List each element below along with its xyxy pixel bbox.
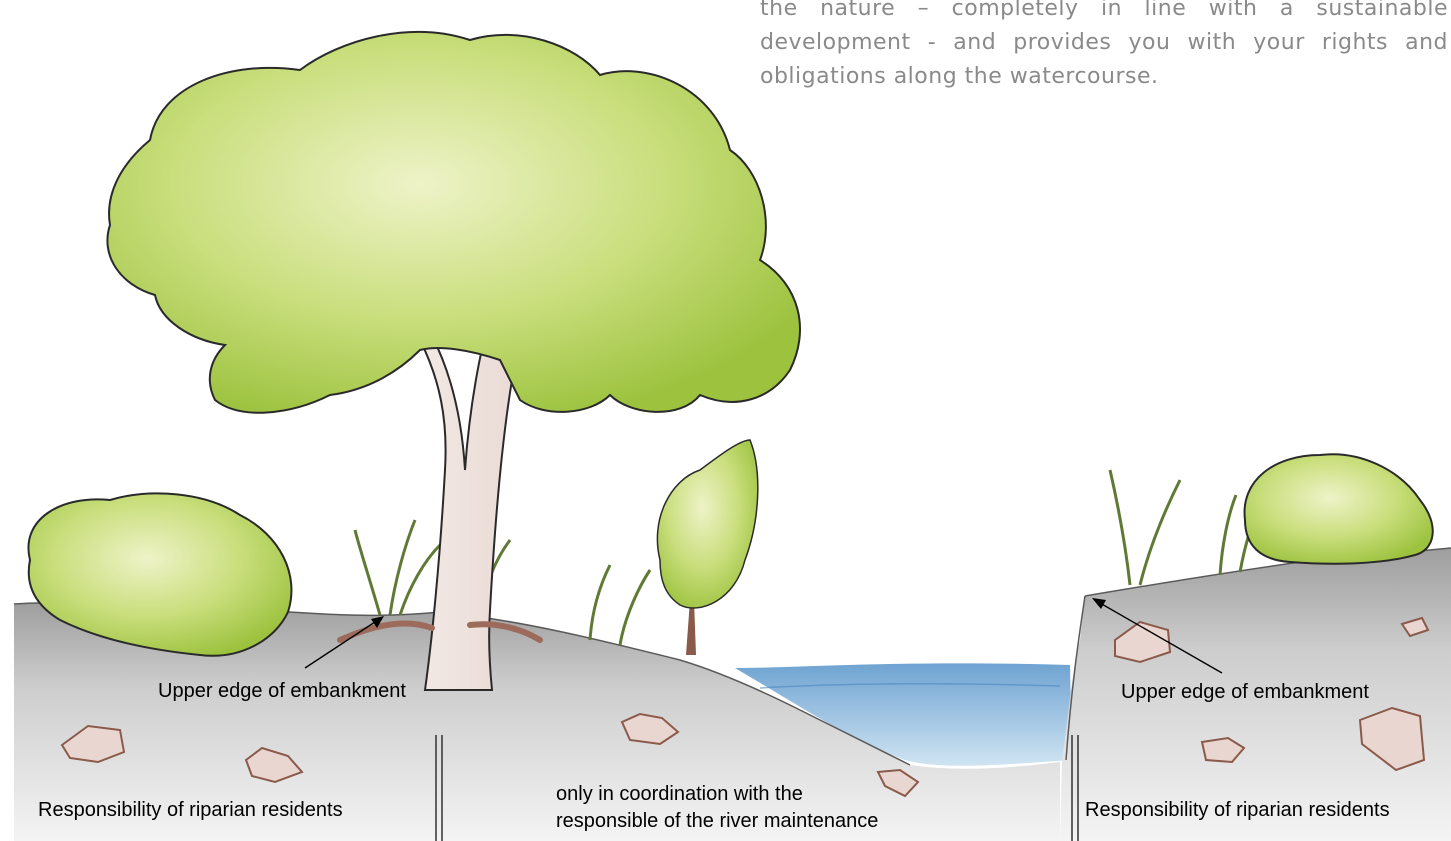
arrow-left-upper-edge xyxy=(304,616,384,669)
intro-paragraph: the nature – completely in line with a s… xyxy=(760,0,1448,89)
small-tree xyxy=(656,439,759,655)
label-coordination-line1: only in coordination with the xyxy=(556,783,803,805)
label-responsibility-left: Responsibility of riparian residents xyxy=(38,799,343,821)
left-bush xyxy=(27,492,293,657)
main-tree-canopy xyxy=(106,30,801,414)
rocks xyxy=(60,616,1430,798)
zone-divider-right xyxy=(1071,735,1079,841)
arrow-right-upper-edge xyxy=(1092,598,1223,674)
label-upper-edge-left: Upper edge of embankment xyxy=(158,680,406,702)
right-bush xyxy=(1243,453,1434,565)
river-water xyxy=(735,663,1072,766)
label-responsibility-right: Responsibility of riparian residents xyxy=(1085,799,1390,821)
zone-divider-left xyxy=(435,735,443,841)
grass-tufts xyxy=(353,469,1264,646)
label-coordination-line2: responsible of the river maintenance xyxy=(556,810,879,832)
label-upper-edge-right: Upper edge of embankment xyxy=(1121,681,1369,703)
